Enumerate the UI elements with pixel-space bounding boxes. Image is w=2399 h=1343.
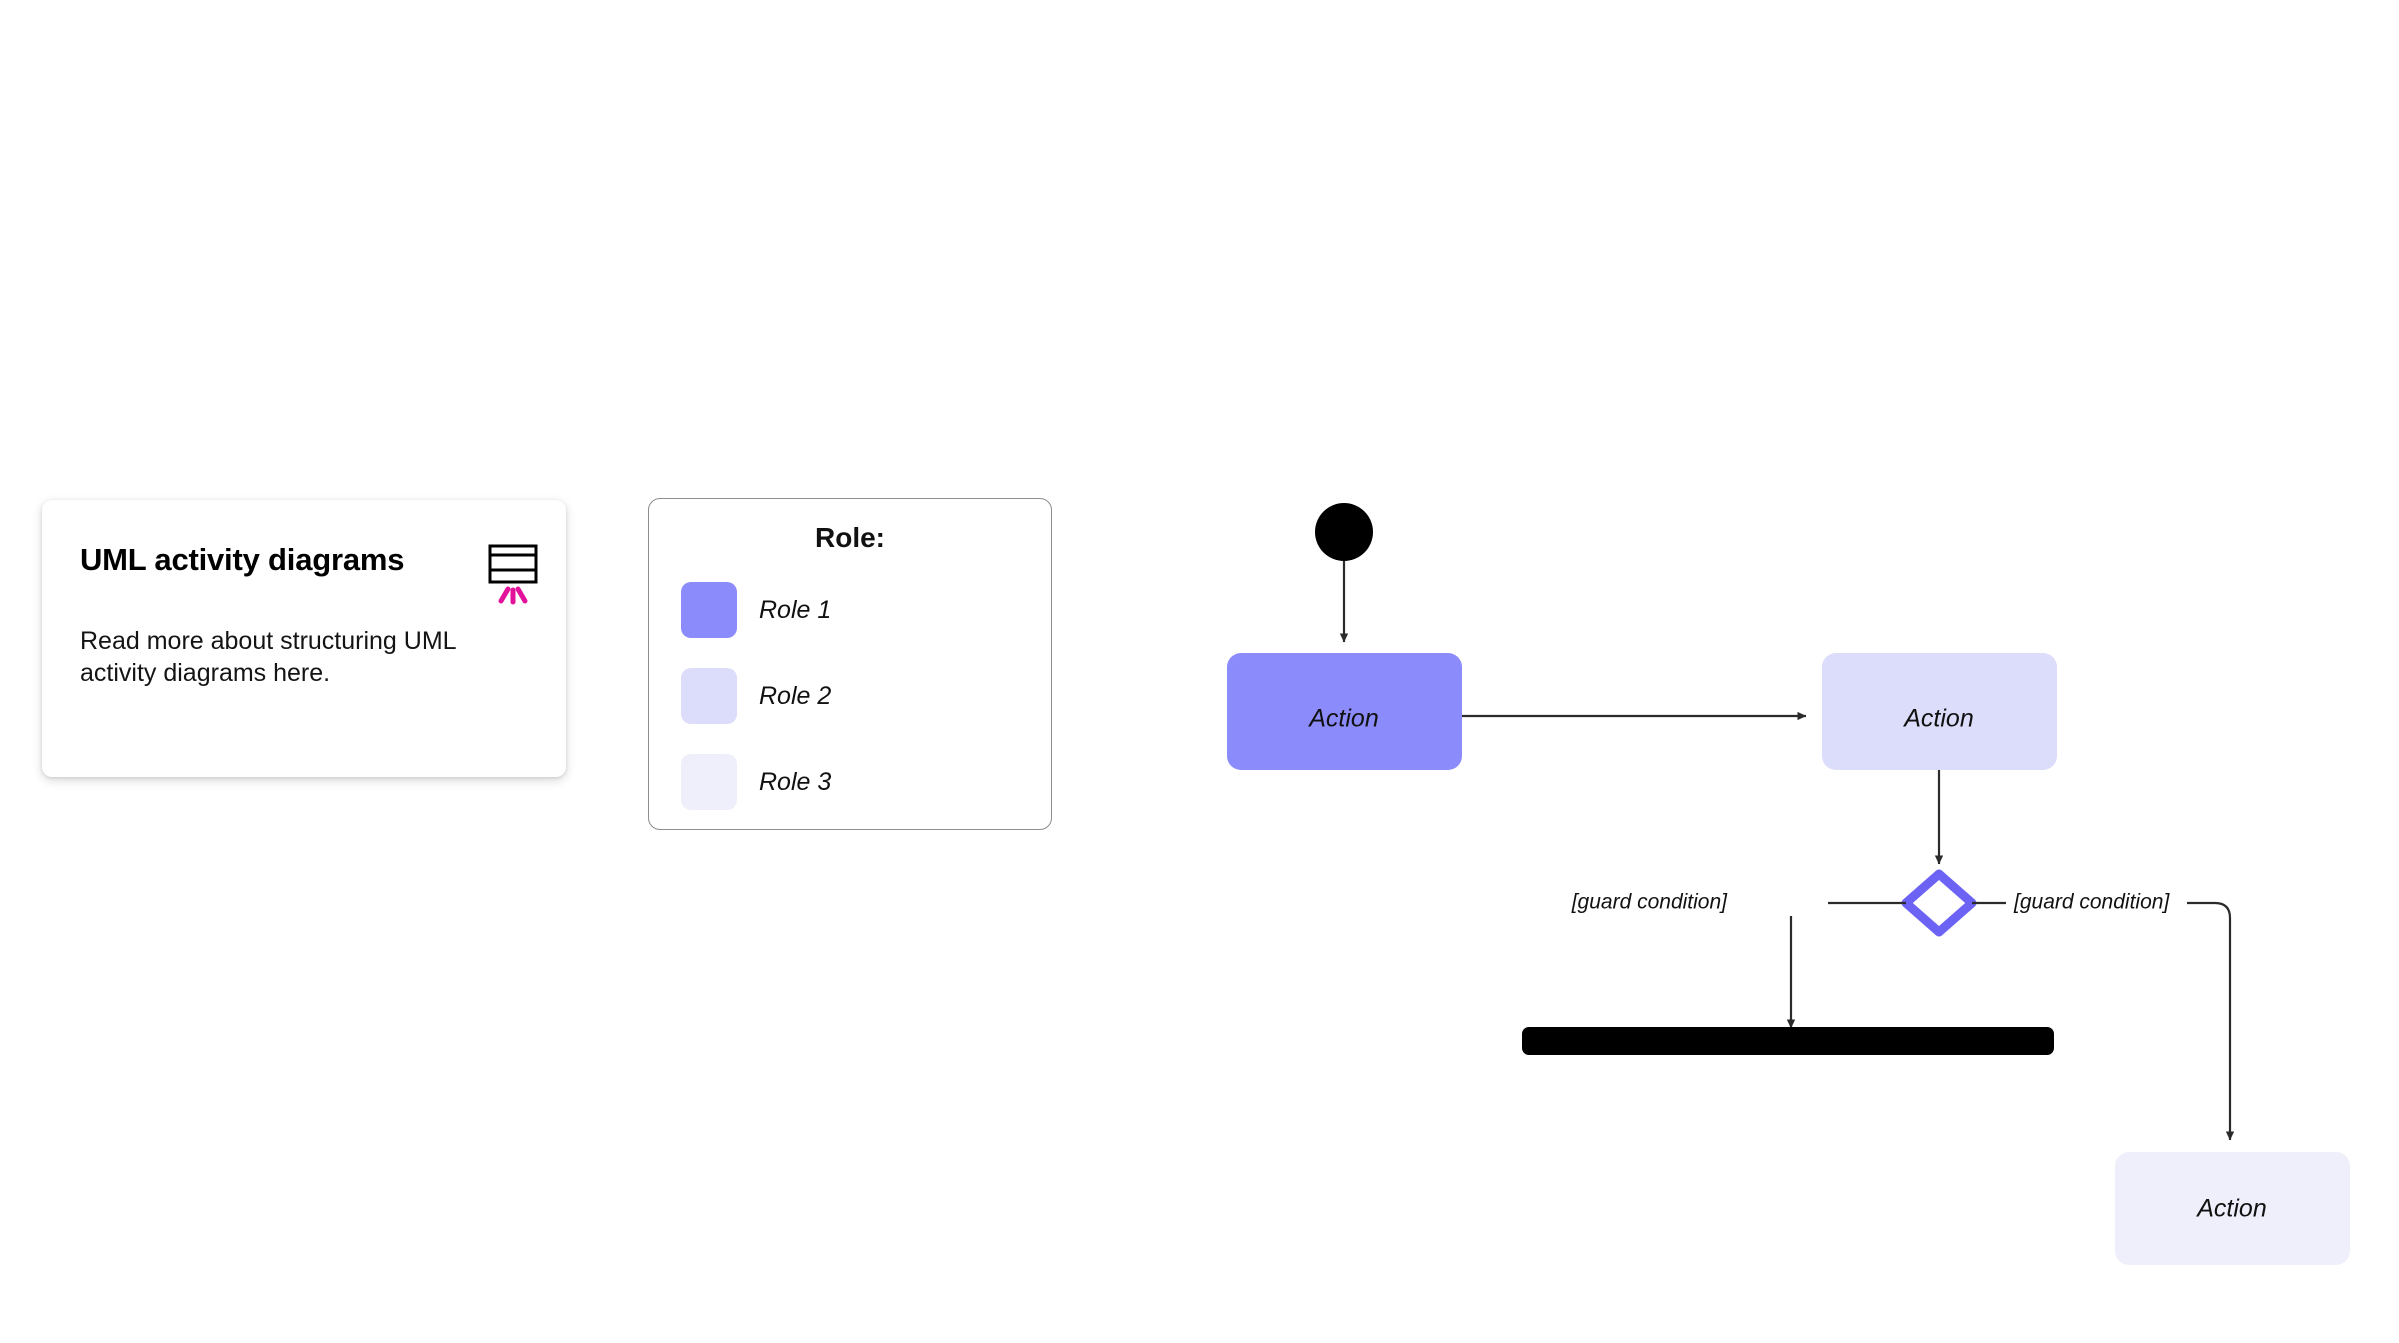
list-item: Role 2: [649, 653, 1051, 739]
legend-items: Role 1 Role 2 Role 3: [649, 567, 1051, 825]
role-legend: Role: Role 1 Role 2 Role 3: [648, 498, 1052, 830]
info-card-body-text: Read more about structuring UML activity…: [80, 627, 456, 687]
action-node-1-label: Action: [1307, 705, 1378, 733]
guard-label-left: [guard condition]: [1571, 891, 1728, 914]
initial-node[interactable]: [1315, 503, 1373, 561]
action-node-3[interactable]: Action: [2115, 1152, 2350, 1265]
action-node-3-shape: [2115, 1152, 2350, 1265]
role-label-1: Role 1: [759, 595, 832, 624]
list-item: Role 3: [649, 739, 1051, 825]
action-node-1[interactable]: Action: [1227, 653, 1462, 770]
edge-decision-to-action3: [2187, 901, 2235, 1141]
info-card[interactable]: UML activity diagrams Read more about st…: [42, 500, 566, 777]
action-node-1-shape: [1227, 653, 1462, 770]
list-item: Role 1: [649, 567, 1051, 653]
action-node-2-shape: [1822, 653, 2057, 770]
action-node-2[interactable]: Action: [1822, 653, 2057, 770]
role-label-2: Role 2: [759, 681, 832, 710]
action-node-2-label: Action: [1902, 705, 1973, 733]
table-rays-icon: [488, 544, 540, 606]
role-label-3: Role 3: [759, 767, 832, 796]
role-swatch-3: [681, 754, 737, 810]
info-card-header: UML activity diagrams: [80, 542, 540, 606]
role-swatch-1: [681, 582, 737, 638]
fork-join-bar[interactable]: [1522, 1027, 2054, 1055]
guard-label-right: [guard condition]: [2013, 891, 2170, 914]
legend-title: Role:: [815, 522, 885, 553]
page-title: UML activity diagrams: [80, 542, 405, 577]
decision-node[interactable]: [1901, 869, 1977, 937]
action-node-3-label: Action: [2195, 1195, 2266, 1223]
role-swatch-2: [681, 668, 737, 724]
